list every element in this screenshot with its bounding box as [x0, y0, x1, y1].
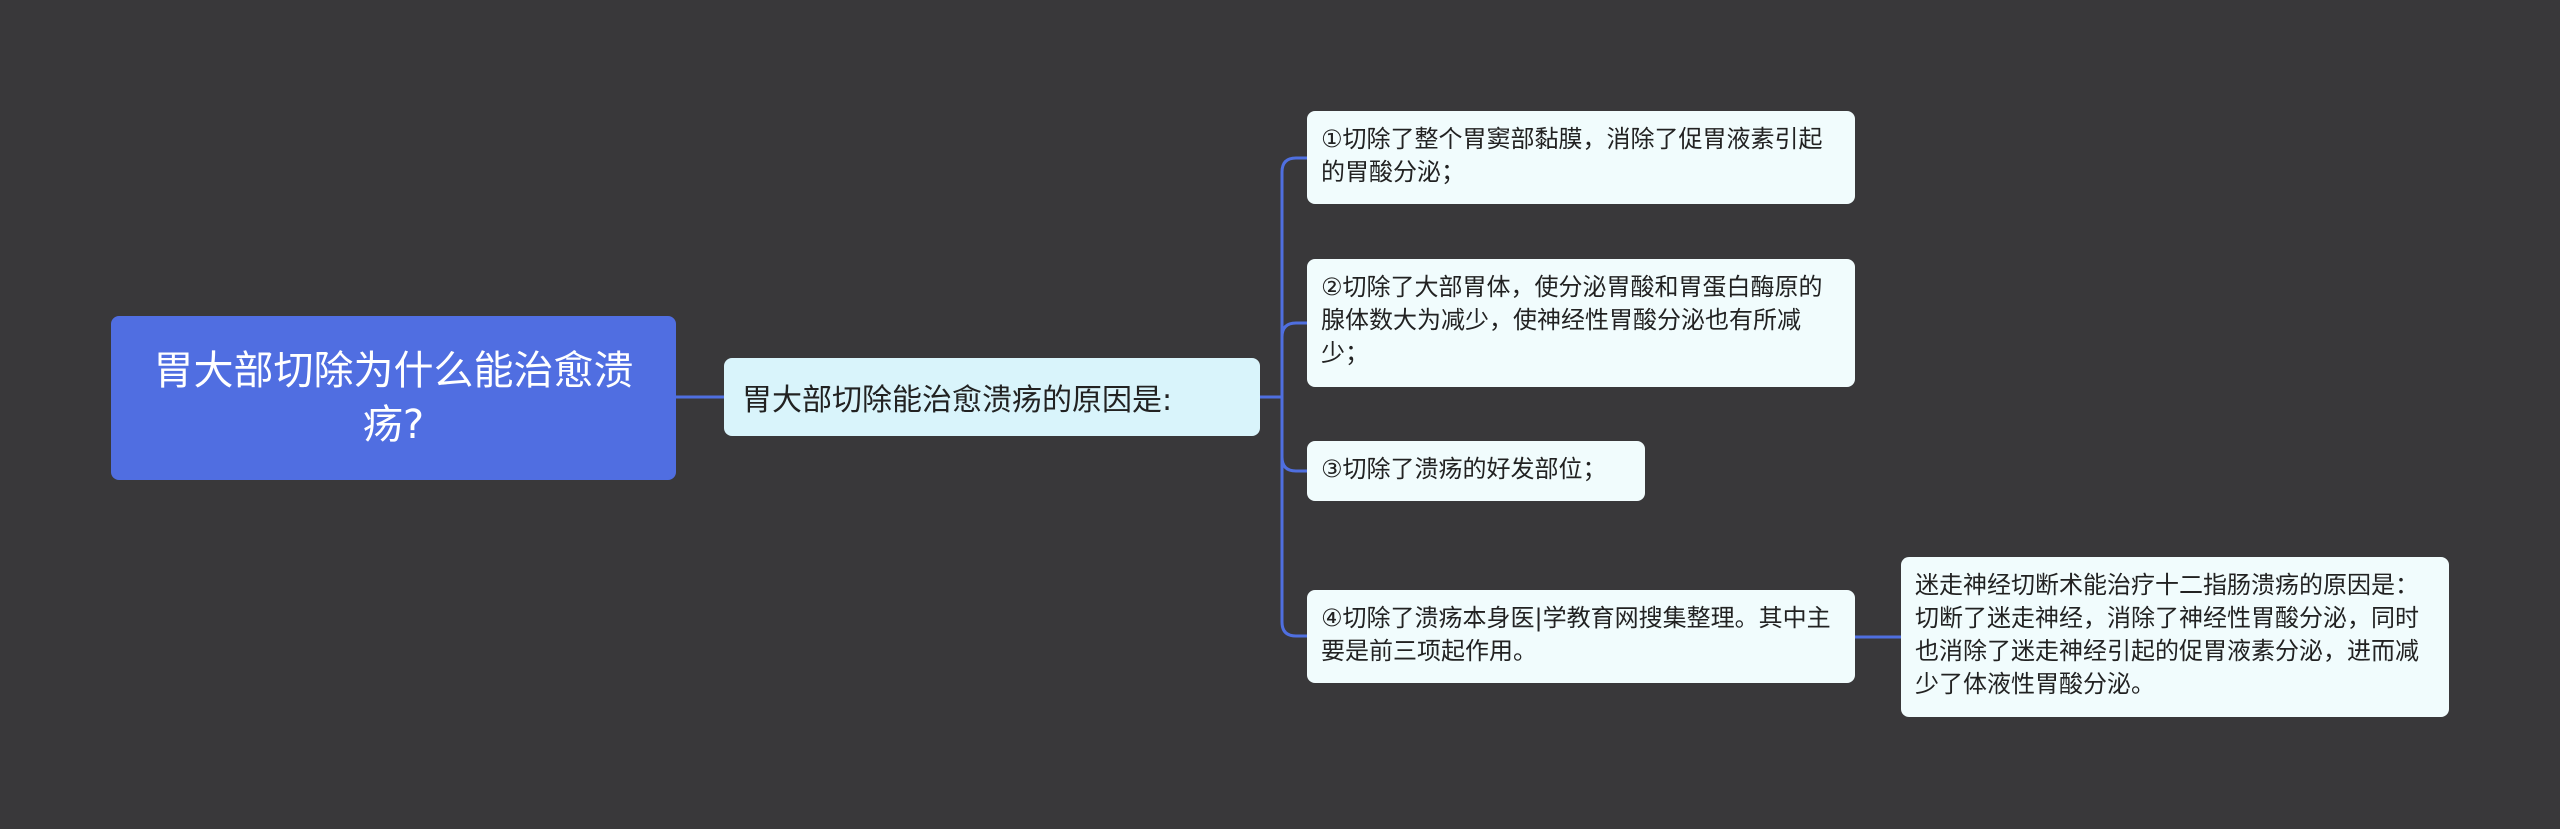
connector-branch-1: [1280, 156, 1307, 397]
connector-branch-3: [1280, 397, 1307, 473]
leaf-node-4[interactable]: ④切除了溃疡本身医|学教育网搜集整理。其中主要是前三项起作用。: [1307, 590, 1855, 683]
connector-branch-2: [1280, 321, 1307, 397]
leaf-text-4: ④切除了溃疡本身医|学教育网搜集整理。其中主要是前三项起作用。: [1321, 604, 1831, 666]
leaf-node-1[interactable]: ①切除了整个胃窦部黏膜，消除了促胃液素引起的胃酸分泌；: [1307, 111, 1855, 204]
leaf-text-3: ③切除了溃疡的好发部位；: [1321, 455, 1607, 483]
leaf-node-2[interactable]: ②切除了大部胃体，使分泌胃酸和胃蛋白酶原的腺体数大为减少，使神经性胃酸分泌也有所…: [1307, 259, 1855, 387]
connector-branch-4: [1280, 397, 1307, 638]
leaf-text-2: ②切除了大部胃体，使分泌胃酸和胃蛋白酶原的腺体数大为减少，使神经性胃酸分泌也有所…: [1321, 273, 1823, 368]
sub-leaf-text: 迷走神经切断术能治疗十二指肠溃疡的原因是：切断了迷走神经，消除了神经性胃酸分泌，…: [1915, 571, 2419, 699]
middle-topic-node[interactable]: 胃大部切除能治愈溃疡的原因是:: [724, 358, 1260, 436]
root-topic-text: 胃大部切除为什么能治愈溃疡?: [153, 348, 634, 448]
root-topic-node[interactable]: 胃大部切除为什么能治愈溃疡?: [111, 316, 676, 480]
middle-topic-text: 胃大部切除能治愈溃疡的原因是:: [742, 383, 1173, 418]
leaf-text-1: ①切除了整个胃窦部黏膜，消除了促胃液素引起的胃酸分泌；: [1321, 125, 1823, 187]
sub-leaf-node[interactable]: 迷走神经切断术能治疗十二指肠溃疡的原因是：切断了迷走神经，消除了神经性胃酸分泌，…: [1901, 557, 2449, 717]
leaf-node-3[interactable]: ③切除了溃疡的好发部位；: [1307, 441, 1645, 501]
